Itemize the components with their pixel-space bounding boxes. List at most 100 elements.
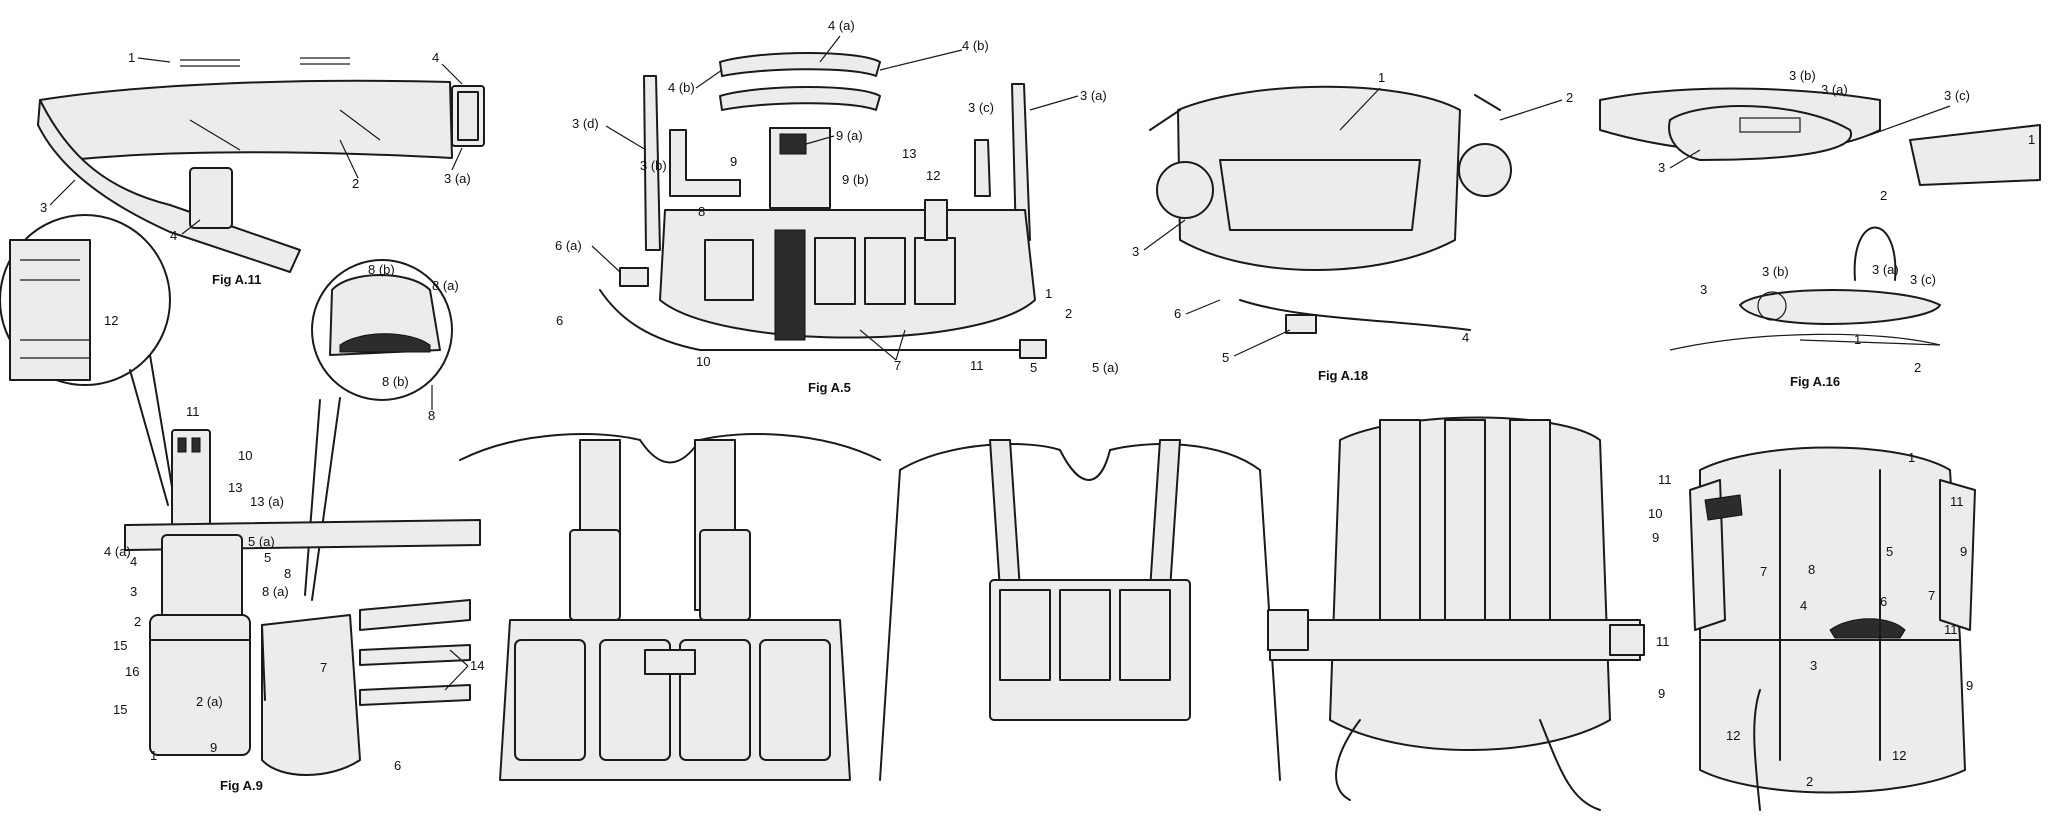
- callout-label: 14: [470, 658, 484, 673]
- fig-a9-caption: Fig A.9: [220, 778, 263, 793]
- right-hand-icon: [1458, 143, 1512, 197]
- callout-label: 5: [1886, 544, 1893, 559]
- callout-label: 8: [428, 408, 435, 423]
- callout-label: 9: [1966, 678, 1973, 693]
- callout-label: 1: [1378, 70, 1385, 85]
- callout-label: 7: [1760, 564, 1767, 579]
- callout-label: 3: [1810, 658, 1817, 673]
- callout-label: 5: [1222, 350, 1229, 365]
- fig-a9-belt-kit: 12 8 (b) 8 (a) 8 (b) 8 11 10 13 13 (a) 4…: [0, 214, 484, 793]
- callout-label: 3 (a): [1080, 88, 1107, 103]
- callout-label: 6: [556, 313, 563, 328]
- callout-label: 4: [170, 228, 177, 243]
- callout-label: 8 (b): [382, 374, 409, 389]
- callout-label: 2: [1806, 774, 1813, 789]
- callout-label: 3 (a): [1872, 262, 1899, 277]
- torso-chest-rig-worn: [879, 439, 1281, 781]
- callout-label: 9: [1658, 686, 1665, 701]
- fig-a11-belt: 1 2 3 3 (a) 4 4 Fig A.11: [37, 50, 485, 287]
- callout-label: 4: [432, 50, 439, 65]
- callout-label: 2: [134, 614, 141, 629]
- callout-label: 3 (a): [444, 171, 471, 186]
- callout-label: 4: [130, 554, 137, 569]
- callout-label: 1: [1854, 332, 1861, 347]
- callout-label: 3 (b): [1762, 264, 1789, 279]
- callout-label: 3: [40, 200, 47, 215]
- callout-label: 4: [1800, 598, 1807, 613]
- fig-a16-buckle: 3 (b) 3 (a) 3 (c) 1 3 2 3 (b) 3 (a) 3 (c…: [1599, 68, 2041, 389]
- callout-label: 3 (c): [1944, 88, 1970, 103]
- callout-label: 13 (a): [250, 494, 284, 509]
- torso-vest-front: [459, 433, 881, 781]
- callout-label: 2 (a): [196, 694, 223, 709]
- callout-label: 3: [130, 584, 137, 599]
- callout-label: 10: [238, 448, 252, 463]
- callout-label: 9: [1652, 530, 1659, 545]
- callout-label: 15: [113, 638, 127, 653]
- callout-label: 12: [104, 313, 118, 328]
- callout-label: 11: [186, 404, 200, 419]
- left-hand-icon: [1156, 161, 1214, 219]
- callout-label: 13: [902, 146, 916, 161]
- callout-label: 13: [228, 480, 242, 495]
- callout-label: 6: [1174, 306, 1181, 321]
- callout-label: 9: [210, 740, 217, 755]
- fig-a11-caption: Fig A.11: [212, 272, 261, 287]
- callout-label: 1: [1045, 286, 1052, 301]
- callout-label: 15: [113, 702, 127, 717]
- callout-label: 4 (b): [668, 80, 695, 95]
- callout-label: 9: [1960, 544, 1967, 559]
- callout-label: 4: [1462, 330, 1469, 345]
- callout-label: 2: [352, 176, 359, 191]
- fig-a5-chest-rig: 4 (a) 4 (b) 4 (b) 3 (a) 3 (d) 3 (c) 3 (b…: [555, 18, 1119, 395]
- callout-label: 7: [320, 660, 327, 675]
- callout-label: 6 (a): [555, 238, 582, 253]
- back-view-webbing: [1267, 416, 1645, 811]
- belt-buckle-icon: [189, 167, 233, 229]
- callout-label: 3 (b): [640, 158, 667, 173]
- fig-a18-caption: Fig A.18: [1318, 368, 1368, 383]
- callout-label: 1: [150, 748, 157, 763]
- callout-label: 1: [128, 50, 135, 65]
- callout-label: 5: [264, 550, 271, 565]
- callout-label: 8 (a): [262, 584, 289, 599]
- rucksack-back-view: 1 11 11 10 9 9 5 7 8 6 7 4 3 11 11 9 9 1…: [1648, 446, 1976, 811]
- callout-label: 2: [1914, 360, 1921, 375]
- callout-label: 7: [894, 358, 901, 373]
- callout-label: 3: [1658, 160, 1665, 175]
- callout-label: 5: [1030, 360, 1037, 375]
- callout-label: 6: [394, 758, 401, 773]
- callout-label: 8: [698, 204, 705, 219]
- callout-label: 2: [1880, 188, 1887, 203]
- callout-label: 12: [1726, 728, 1740, 743]
- callout-label: 9 (b): [842, 172, 869, 187]
- callout-label: 3 (c): [968, 100, 994, 115]
- callout-label: 5 (a): [1092, 360, 1119, 375]
- callout-label: 7: [1928, 588, 1935, 603]
- callout-label: 4 (a): [828, 18, 855, 33]
- callout-label: 11: [1950, 494, 1964, 509]
- fig-a16-caption: Fig A.16: [1790, 374, 1840, 389]
- callout-label: 3: [1700, 282, 1707, 297]
- callout-label: 3 (c): [1910, 272, 1936, 287]
- callout-label: 12: [926, 168, 940, 183]
- callout-label: 2: [1065, 306, 1072, 321]
- callout-label: 3 (d): [572, 116, 599, 131]
- callout-label: 1: [2028, 132, 2035, 147]
- callout-label: 8: [284, 566, 291, 581]
- callout-label: 2: [1566, 90, 1573, 105]
- callout-label: 11: [1656, 634, 1670, 649]
- callout-label: 12: [1892, 748, 1906, 763]
- callout-label: 8 (a): [432, 278, 459, 293]
- callout-label: 8 (b): [368, 262, 395, 277]
- fig-a18-rig-hold: 1 2 3 6 5 4 Fig A.18: [1132, 70, 1573, 383]
- callout-label: 3: [1132, 244, 1139, 259]
- callout-label: 11: [970, 358, 984, 373]
- callout-label: 6: [1880, 594, 1887, 609]
- callout-label: 3 (a): [1821, 82, 1848, 97]
- callout-label: 1: [1908, 450, 1915, 465]
- callout-label: 4 (b): [962, 38, 989, 53]
- callout-label: 9 (a): [836, 128, 863, 143]
- fig-a5-caption: Fig A.5: [808, 380, 851, 395]
